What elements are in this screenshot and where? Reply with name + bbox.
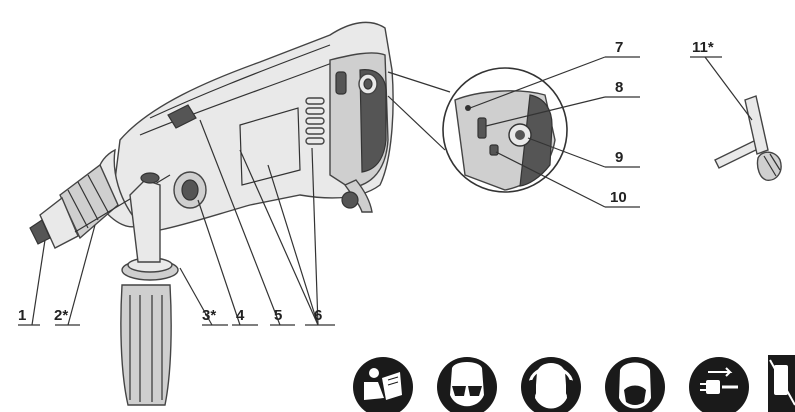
dust-mask-icon bbox=[605, 357, 665, 412]
callout-8: 8 bbox=[615, 79, 623, 96]
callout-3: 3* bbox=[202, 307, 216, 324]
callout-2: 2* bbox=[54, 307, 68, 324]
callout-1: 1 bbox=[18, 307, 26, 324]
callout-labels: 1 2* 3* 4 5 6 7 8 9 10 11* bbox=[18, 39, 714, 324]
chuck-key-illustration bbox=[714, 95, 782, 181]
disposal-icon bbox=[768, 355, 795, 412]
callout-9: 9 bbox=[615, 149, 623, 166]
unplug-icon bbox=[689, 357, 749, 412]
callout-10: 10 bbox=[610, 189, 627, 206]
callout-4: 4 bbox=[236, 307, 245, 324]
callout-leaders bbox=[18, 56, 753, 326]
callout-5: 5 bbox=[274, 307, 282, 324]
air-vents bbox=[305, 97, 325, 145]
read-manual-icon bbox=[353, 357, 413, 412]
ear-protection-icon bbox=[521, 357, 581, 412]
switch-detail-view bbox=[387, 67, 568, 193]
safety-goggles-icon bbox=[437, 357, 497, 412]
safety-icons-row bbox=[353, 355, 795, 412]
callout-7: 7 bbox=[615, 39, 623, 56]
drill-illustration bbox=[29, 21, 394, 406]
callout-11: 11* bbox=[692, 39, 714, 56]
callout-6: 6 bbox=[314, 307, 322, 324]
